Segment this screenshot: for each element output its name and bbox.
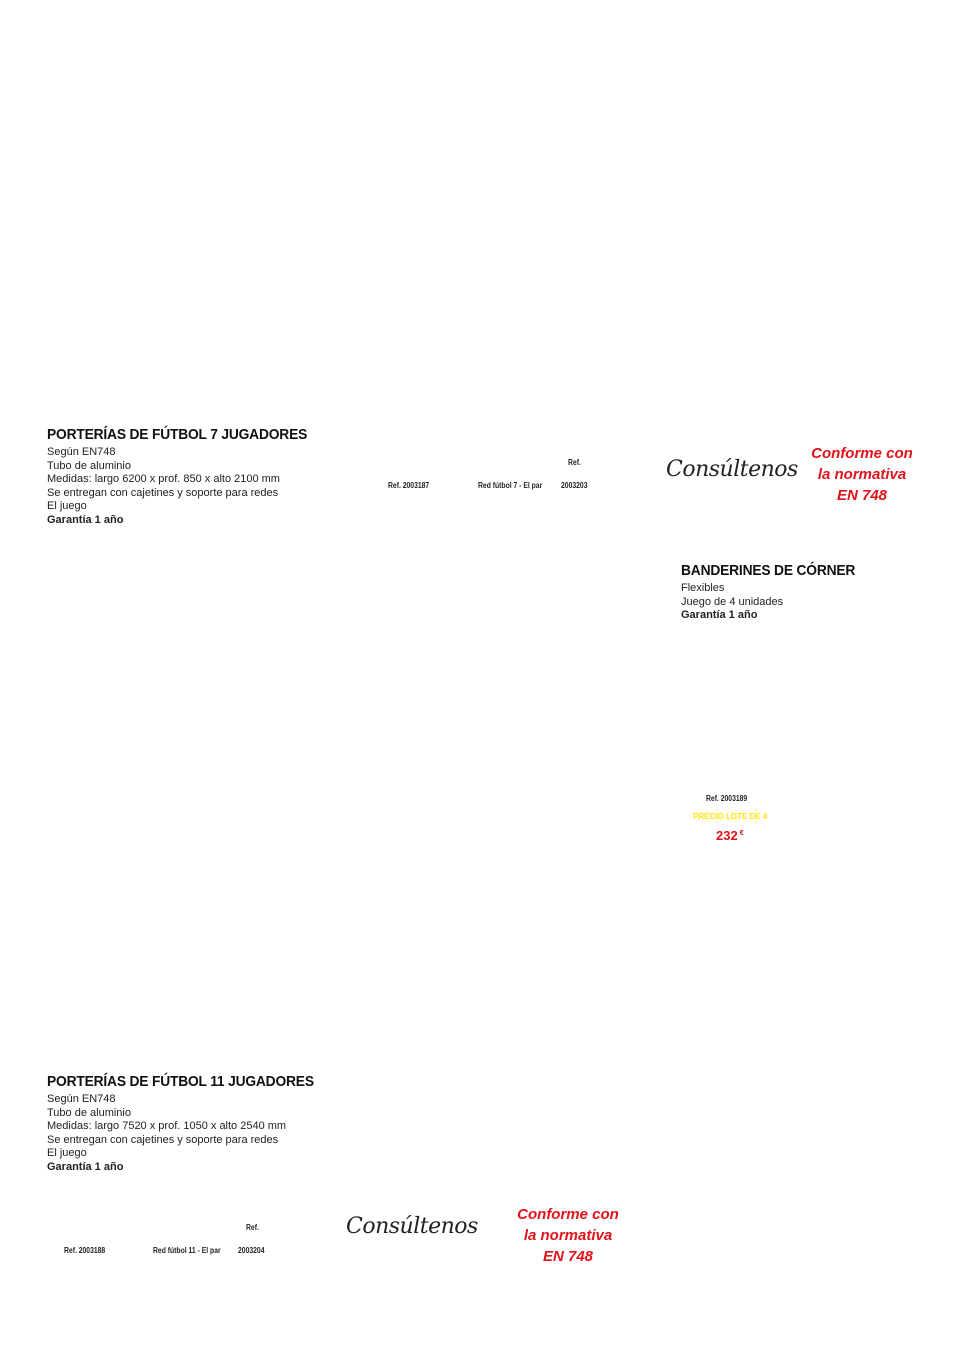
norm-line: Conforme con	[517, 1206, 619, 1223]
spec-line: Según EN748	[47, 1093, 116, 1105]
product-title: BANDERINES DE CÓRNER	[681, 562, 856, 579]
norm-badge: Conforme con la normativa EN 748	[807, 443, 917, 506]
norm-line: la normativa	[817, 466, 907, 483]
net-ref: 2003203	[561, 481, 588, 490]
product-specs: Según EN748 Tubo de aluminio Medidas: la…	[47, 1093, 286, 1175]
lote-label: PRECIO LOTE DE 4	[693, 812, 768, 821]
consult-text: Consúltenos	[666, 457, 798, 482]
net-label: Red fútbol 11 - El par	[153, 1246, 221, 1255]
price: 232€	[716, 828, 744, 843]
norm-line: EN 748	[542, 1248, 594, 1265]
norm-badge: Conforme con la normativa EN 748	[513, 1204, 623, 1267]
spec-line: Se entregan con cajetines y soporte para…	[47, 486, 279, 499]
consult-text: Consúltenos	[346, 1214, 478, 1239]
product-title: PORTERÍAS DE FÚTBOL 7 JUGADORES	[47, 426, 308, 443]
spec-line: Juego de 4 unidades	[681, 595, 784, 608]
ref-column-header: Ref.	[246, 1223, 259, 1232]
net-label: Red fútbol 7 - El par	[478, 481, 543, 490]
product-ref: Ref. 2003189	[706, 794, 748, 803]
norm-line: Conforme con	[811, 445, 913, 462]
spec-line: Tubo de aluminio	[47, 1106, 131, 1119]
warranty-text: Garantía 1 año	[681, 609, 758, 622]
spec-line: Medidas: largo 7520 x prof. 1050 x alto …	[47, 1120, 287, 1133]
spec-line: Flexibles	[681, 582, 725, 594]
product-ref: Ref. 2003188	[64, 1246, 106, 1255]
warranty-text: Garantía 1 año	[47, 1160, 124, 1173]
net-ref: 2003204	[238, 1246, 265, 1255]
currency-symbol: €	[739, 829, 744, 837]
spec-line: Según EN748	[47, 446, 116, 458]
product-specs: Flexibles Juego de 4 unidades Garantía 1…	[681, 582, 783, 623]
norm-line: la normativa	[523, 1227, 613, 1244]
ref-column-header: Ref.	[568, 458, 581, 467]
spec-line: El juego	[47, 1147, 87, 1160]
product-specs: Según EN748 Tubo de aluminio Medidas: la…	[47, 446, 280, 528]
product-title: PORTERÍAS DE FÚTBOL 11 JUGADORES	[47, 1073, 314, 1090]
spec-line: Se entregan con cajetines y soporte para…	[47, 1133, 279, 1146]
spec-line: Tubo de aluminio	[47, 459, 131, 472]
norm-line: EN 748	[836, 487, 888, 504]
warranty-text: Garantía 1 año	[47, 513, 124, 526]
spec-line: El juego	[47, 500, 87, 513]
product-ref: Ref. 2003187	[388, 481, 430, 490]
price-value: 232	[716, 828, 738, 843]
spec-line: Medidas: largo 6200 x prof. 850 x alto 2…	[47, 473, 280, 486]
